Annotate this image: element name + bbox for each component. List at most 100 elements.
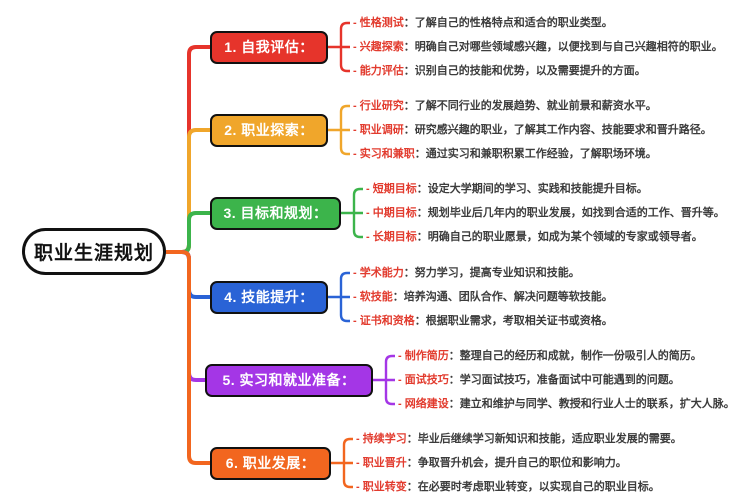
leaf-description: 在必要时考虑职业转变，以实现自己的职业目标。 [417, 481, 660, 493]
leaf-colon: ： [448, 398, 460, 410]
leaf-bracket-6 [331, 437, 353, 489]
leaf-description: 争取晋升机会，提升自己的职位和影响力。 [417, 457, 627, 469]
leaf-description: 学习面试技巧，准备面试中可能遇到的问题。 [459, 374, 680, 386]
spine-connector-2 [166, 128, 210, 254]
leaf-label: 短期目标 [372, 183, 417, 195]
leaf-label: 行业研究 [359, 100, 404, 112]
leaf-label: 职业晋升 [362, 457, 407, 469]
leaf-label: 职业调研 [359, 124, 404, 136]
leaf-dash: - [366, 183, 373, 195]
leaf-dash: - [353, 100, 360, 112]
leaf-dash: - [353, 41, 360, 53]
leaf-item-1-1[interactable]: - 性格测试：了解自己的性格特点和适合的职业类型。 [353, 15, 613, 31]
leaf-label: 中期目标 [372, 207, 417, 219]
leaf-bracket-3 [341, 187, 363, 239]
leaf-item-3-3[interactable]: - 长期目标：明确自己的职业愿景，如成为某个领域的专家或领导者。 [366, 229, 703, 245]
root-node-career-planning[interactable]: 职业生涯规划 [22, 228, 166, 275]
leaf-dash: - [398, 374, 405, 386]
leaf-item-2-1[interactable]: - 行业研究：了解不同行业的发展趋势、就业前景和薪资水平。 [353, 98, 657, 114]
leaf-description: 了解不同行业的发展趋势、就业前景和薪资水平。 [414, 100, 657, 112]
leaf-description: 整理自己的经历和成就，制作一份吸引人的简历。 [459, 350, 702, 362]
leaf-dash: - [356, 457, 363, 469]
leaf-bracket-4 [328, 271, 350, 323]
branch-node-4[interactable]: 4. 技能提升： [210, 280, 328, 314]
leaf-colon: ： [403, 65, 415, 77]
leaf-item-1-3[interactable]: - 能力评估：识别自己的技能和优势，以及需要提升的方面。 [353, 63, 646, 79]
leaf-colon: ： [403, 17, 415, 29]
leaf-dash: - [353, 148, 360, 160]
leaf-label: 软技能 [359, 291, 393, 303]
branch-node-1[interactable]: 1. 自我评估： [210, 30, 328, 64]
leaf-description: 通过实习和兼职积累工作经验，了解职场环境。 [425, 148, 657, 160]
leaf-dash: - [353, 291, 360, 303]
leaf-label: 学术能力 [359, 267, 404, 279]
leaf-item-6-3[interactable]: - 职业转变：在必要时考虑职业转变，以实现自己的职业目标。 [356, 479, 660, 495]
leaf-dash: - [353, 315, 360, 327]
leaf-description: 识别自己的技能和优势，以及需要提升的方面。 [414, 65, 646, 77]
leaf-dash: - [356, 481, 363, 493]
spine-connector-3 [166, 211, 210, 254]
leaf-description: 毕业后继续学习新知识和技能，适应职业发展的需要。 [417, 433, 682, 445]
leaf-description: 设定大学期间的学习、实践和技能提升目标。 [427, 183, 648, 195]
leaf-dash: - [356, 433, 363, 445]
leaf-dash: - [353, 65, 360, 77]
spine-connector-1 [166, 45, 210, 254]
leaf-item-5-2[interactable]: - 面试技巧：学习面试技巧，准备面试中可能遇到的问题。 [398, 372, 680, 388]
leaf-item-4-3[interactable]: - 证书和资格：根据职业需求，考取相关证书或资格。 [353, 313, 613, 329]
leaf-colon: ： [406, 457, 418, 469]
leaf-colon: ： [416, 207, 428, 219]
leaf-dash: - [398, 398, 405, 410]
leaf-description: 明确自己的职业愿景，如成为某个领域的专家或领导者。 [427, 231, 703, 243]
leaf-description: 研究感兴趣的职业，了解其工作内容、技能要求和晋升路径。 [414, 124, 712, 136]
leaf-colon: ： [448, 350, 460, 362]
spine-connector-6 [166, 250, 210, 465]
leaf-colon: ： [406, 481, 418, 493]
leaf-colon: ： [414, 148, 426, 160]
leaf-dash: - [398, 350, 405, 362]
branch-node-3[interactable]: 3. 目标和规划： [210, 196, 341, 230]
leaf-colon: ： [403, 267, 415, 279]
leaf-label: 长期目标 [372, 231, 417, 243]
leaf-colon: ： [403, 124, 415, 136]
leaf-dash: - [353, 124, 360, 136]
leaf-item-3-1[interactable]: - 短期目标：设定大学期间的学习、实践和技能提升目标。 [366, 181, 648, 197]
leaf-colon: ： [392, 291, 404, 303]
leaf-colon: ： [416, 183, 428, 195]
leaf-description: 根据职业需求，考取相关证书或资格。 [425, 315, 613, 327]
spine-connector-5 [166, 250, 205, 382]
leaf-description: 明确自己对哪些领域感兴趣，以便找到与自己兴趣相符的职业。 [414, 41, 723, 53]
leaf-label: 性格测试 [359, 17, 404, 29]
leaf-label: 实习和兼职 [359, 148, 415, 160]
leaf-dash: - [353, 267, 360, 279]
branch-node-2[interactable]: 2. 职业探索： [210, 113, 328, 147]
leaf-bracket-5 [373, 354, 395, 406]
leaf-item-4-1[interactable]: - 学术能力：努力学习，提高专业知识和技能。 [353, 265, 580, 281]
leaf-item-3-2[interactable]: - 中期目标：规划毕业后几年内的职业发展，如找到合适的工作、晋升等。 [366, 205, 725, 221]
leaf-colon: ： [403, 100, 415, 112]
leaf-label: 兴趣探索 [359, 41, 404, 53]
leaf-item-6-1[interactable]: - 持续学习：毕业后继续学习新知识和技能，适应职业发展的需要。 [356, 431, 682, 447]
leaf-item-5-1[interactable]: - 制作简历：整理自己的经历和成就，制作一份吸引人的简历。 [398, 348, 702, 364]
branch-node-5[interactable]: 5. 实习和就业准备： [205, 363, 373, 397]
leaf-label: 能力评估 [359, 65, 404, 77]
leaf-item-1-2[interactable]: - 兴趣探索：明确自己对哪些领域感兴趣，以便找到与自己兴趣相符的职业。 [353, 39, 723, 55]
leaf-label: 证书和资格 [359, 315, 415, 327]
leaf-colon: ： [414, 315, 426, 327]
leaf-item-2-3[interactable]: - 实习和兼职：通过实习和兼职积累工作经验，了解职场环境。 [353, 146, 657, 162]
leaf-description: 培养沟通、团队合作、解决问题等软技能。 [403, 291, 613, 303]
leaf-description: 努力学习，提高专业知识和技能。 [414, 267, 580, 279]
leaf-colon: ： [448, 374, 460, 386]
leaf-colon: ： [406, 433, 418, 445]
leaf-description: 了解自己的性格特点和适合的职业类型。 [414, 17, 613, 29]
spine-connector-4 [166, 250, 210, 299]
branch-node-6[interactable]: 6. 职业发展： [210, 446, 331, 480]
leaf-label: 制作简历 [404, 350, 449, 362]
leaf-item-2-2[interactable]: - 职业调研：研究感兴趣的职业，了解其工作内容、技能要求和晋升路径。 [353, 122, 712, 138]
leaf-bracket-2 [328, 104, 350, 156]
leaf-item-4-2[interactable]: - 软技能：培养沟通、团队合作、解决问题等软技能。 [353, 289, 613, 305]
leaf-item-5-3[interactable]: - 网络建设：建立和维护与同学、教授和行业人士的联系，扩大人脉。 [398, 396, 730, 412]
leaf-item-6-2[interactable]: - 职业晋升：争取晋升机会，提升自己的职位和影响力。 [356, 455, 627, 471]
leaf-description: 建立和维护与同学、教授和行业人士的联系，扩大人脉。 [459, 398, 730, 410]
leaf-dash: - [366, 207, 373, 219]
